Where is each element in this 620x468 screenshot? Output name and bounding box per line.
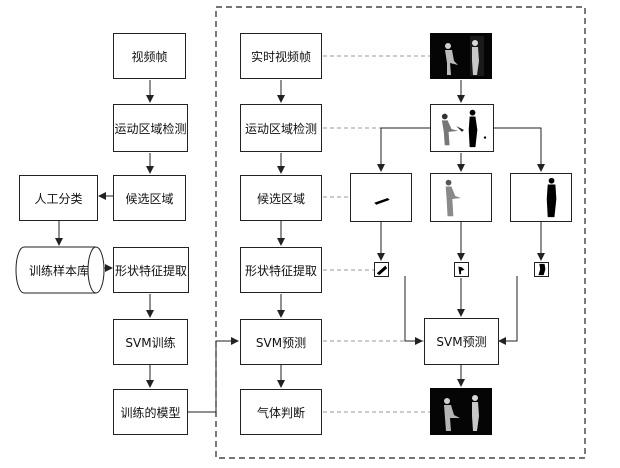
candidate-photo-3 [510, 173, 572, 222]
realtime-frame-box: 实时视频帧 [240, 33, 322, 79]
rt-shape-feature-label: 形状特征提取 [244, 263, 317, 278]
pose-judge-box: 气体判断 [240, 389, 322, 435]
candidate-region-label: 候选区域 [125, 191, 174, 206]
arrow-split-left [377, 127, 430, 172]
manual-classify-label: 人工分类 [34, 191, 83, 206]
feature-icon [375, 263, 388, 276]
svm-train-label: SVM训练 [125, 335, 176, 350]
silhouette-thumbnail-icon [351, 174, 411, 221]
feature-icon [535, 263, 548, 276]
rt-motion-detect-box: 运动区域检测 [240, 104, 322, 152]
arrow-feat1-to-svm [404, 276, 423, 345]
shape-feature-box: 形状特征提取 [113, 247, 189, 293]
candidate-photo-2 [430, 173, 492, 222]
result-photo [430, 388, 492, 435]
arrow-model-to-predict [187, 337, 239, 413]
realtime-frame-photo [430, 33, 492, 79]
shape-feature-label: 形状特征提取 [114, 263, 187, 278]
svm-predict-main-label: SVM预测 [436, 335, 487, 349]
sample-library-label: 训练样本库 [28, 263, 89, 278]
feature-thumb-3 [534, 262, 549, 277]
svm-predict-box: SVM预测 [240, 319, 322, 365]
manual-classify-box: 人工分类 [19, 175, 98, 221]
feature-icon [455, 263, 468, 276]
rt-candidate-region-label: 候选区域 [256, 191, 305, 206]
video-frame-box: 视频帧 [113, 33, 186, 79]
rt-candidate-region-box: 候选区域 [240, 175, 322, 221]
candidate-photo-1 [350, 173, 412, 222]
silhouette-thumbnail-icon [431, 174, 491, 221]
trained-model-box: 训练的模型 [113, 389, 188, 435]
pose-judge-label: 气体判断 [256, 405, 305, 420]
arrow-feat3-to-svm [498, 276, 518, 345]
svm-predict-main-box: SVM预测 [424, 318, 499, 365]
motion-detect-label: 运动区域检测 [114, 121, 187, 136]
video-frame-label: 视频帧 [131, 49, 168, 64]
rt-motion-detect-label: 运动区域检测 [244, 121, 317, 136]
person-photo-icon [431, 105, 493, 151]
sample-library-cylinder [15, 246, 105, 294]
rt-shape-feature-box: 形状特征提取 [240, 247, 322, 293]
trained-model-label: 训练的模型 [120, 405, 181, 420]
arrow-split-right [493, 127, 545, 172]
svm-predict-label: SVM预测 [255, 335, 307, 350]
person-photo-icon [430, 388, 492, 435]
silhouette-thumbnail-icon [511, 174, 571, 221]
person-photo-icon [430, 33, 492, 79]
realtime-frame-label: 实时视频帧 [250, 49, 311, 64]
feature-thumb-2 [454, 262, 469, 277]
motion-detect-photo [430, 104, 494, 152]
feature-thumb-1 [374, 262, 389, 277]
realtime-region-frame [215, 6, 586, 459]
candidate-region-box: 候选区域 [113, 175, 186, 221]
motion-detect-box: 运动区域检测 [113, 104, 188, 152]
svm-train-box: SVM训练 [113, 319, 188, 365]
